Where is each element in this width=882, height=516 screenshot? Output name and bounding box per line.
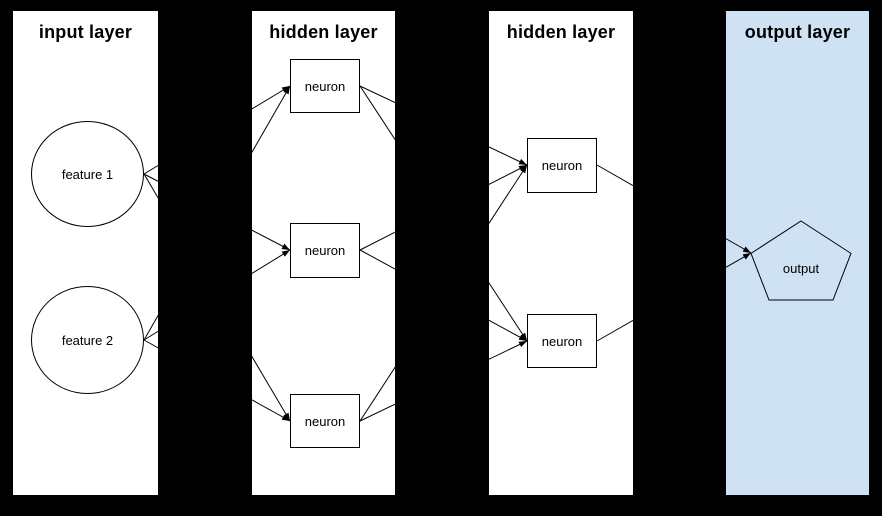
node-feature-1: feature 1 — [31, 121, 144, 227]
node-neuron-2: neuron — [290, 223, 360, 278]
panel-hidden-layer-2: hidden layer — [489, 11, 633, 495]
panel-title-output-layer: output layer — [744, 22, 851, 42]
node-label: feature 1 — [61, 166, 114, 182]
node-label: neuron — [304, 243, 346, 258]
node-neuron-1: neuron — [290, 59, 360, 113]
panel-title-input-layer: input layer — [38, 22, 133, 42]
node-label: feature 2 — [61, 332, 114, 348]
node-label: neuron — [304, 413, 346, 429]
node-label: neuron — [304, 78, 346, 94]
panel-title-hidden-layer-2: hidden layer — [506, 22, 616, 42]
node-label-output: output — [782, 261, 820, 276]
panel-input-layer: input layer — [13, 11, 158, 495]
node-neuron-5: neuron — [527, 314, 597, 368]
node-neuron-3: neuron — [290, 394, 360, 448]
panel-title-hidden-layer-1: hidden layer — [269, 22, 378, 42]
node-neuron-4: neuron — [527, 138, 597, 193]
panel-output-layer: output layer — [726, 11, 869, 495]
node-label: neuron — [541, 333, 583, 349]
node-feature-2: feature 2 — [31, 286, 144, 394]
node-label: neuron — [541, 158, 583, 173]
